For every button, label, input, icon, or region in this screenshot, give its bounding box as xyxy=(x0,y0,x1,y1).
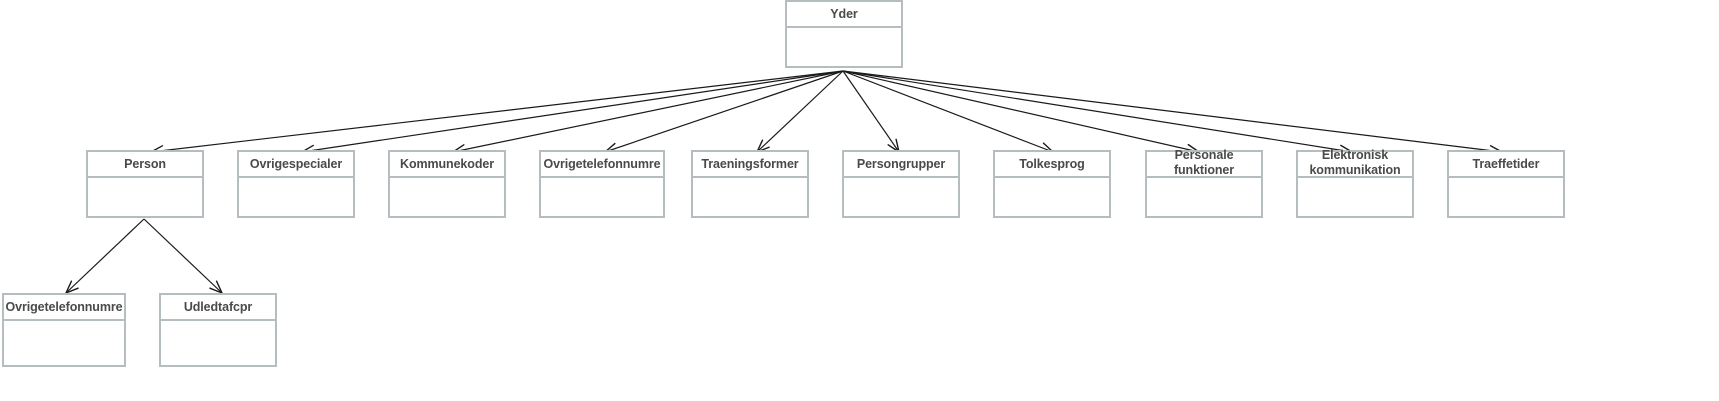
class-node-attributes-compartment xyxy=(4,321,124,365)
class-node-traeningsformer[interactable]: Traeningsformer xyxy=(691,150,809,218)
edge-person-to-udledtafcpr xyxy=(143,218,223,294)
edge-line xyxy=(842,70,1353,153)
edge-line xyxy=(65,218,145,294)
class-node-header: Tolkesprog xyxy=(995,152,1109,178)
edge-line xyxy=(756,70,844,153)
class-node-title: Persongrupper xyxy=(856,156,946,171)
class-node-attributes-compartment xyxy=(995,178,1109,216)
class-node-title: Ovrigespecialer xyxy=(249,156,343,171)
class-node-ovrigespecialer[interactable]: Ovrigespecialer xyxy=(237,150,355,218)
edge-person-to-ovrigetelefonnumre2 xyxy=(65,218,145,294)
class-node-persongrupper[interactable]: Persongrupper xyxy=(842,150,960,218)
edge-line xyxy=(842,70,1054,153)
class-node-udledtafcpr[interactable]: Udledtafcpr xyxy=(159,293,277,367)
class-node-elektroniskkommunikation[interactable]: Elektronisk kommunikation xyxy=(1296,148,1414,218)
class-node-tolkesprog[interactable]: Tolkesprog xyxy=(993,150,1111,218)
class-node-title: Person xyxy=(124,156,166,171)
class-node-title: Traeffetider xyxy=(1472,156,1540,171)
class-node-attributes-compartment xyxy=(541,178,663,216)
edge-yder-to-tolkesprog xyxy=(842,70,1054,153)
class-node-attributes-compartment xyxy=(693,178,807,216)
class-node-attributes-compartment xyxy=(787,28,901,66)
class-node-attributes-compartment xyxy=(1298,178,1412,216)
edge-yder-to-ovrigetelefonnumre xyxy=(604,70,844,154)
class-node-header: Kommunekoder xyxy=(390,152,504,178)
edge-line xyxy=(842,70,1503,153)
edge-line xyxy=(842,70,1200,153)
class-node-header: Traeningsformer xyxy=(693,152,807,178)
class-node-title: Traeningsformer xyxy=(701,156,799,171)
class-node-attributes-compartment xyxy=(161,321,275,365)
class-node-attributes-compartment xyxy=(390,178,504,216)
edge-yder-to-person xyxy=(150,70,844,157)
class-node-kommunekoder[interactable]: Kommunekoder xyxy=(388,150,506,218)
class-node-person[interactable]: Person xyxy=(86,150,204,218)
class-node-attributes-compartment xyxy=(1147,178,1261,216)
edge-yder-to-personalefunktioner xyxy=(842,70,1200,155)
class-node-title: Kommunekoder xyxy=(400,156,494,171)
class-node-header: Ovrigetelefonnumre xyxy=(541,152,663,178)
class-node-yder[interactable]: Yder xyxy=(785,0,903,68)
edge-line xyxy=(143,218,223,294)
class-node-header: Persongrupper xyxy=(844,152,958,178)
class-node-header: Ovrigespecialer xyxy=(239,152,353,178)
edge-yder-to-persongrupper xyxy=(842,70,900,153)
edge-line xyxy=(842,70,900,153)
class-node-ovrigetelefonnumre[interactable]: Ovrigetelefonnumre xyxy=(539,150,665,218)
edge-line xyxy=(150,70,844,153)
class-node-header: Personale funktioner xyxy=(1147,148,1261,178)
class-node-attributes-compartment xyxy=(239,178,353,216)
edge-arrowhead xyxy=(65,280,79,294)
class-node-title: Udledtafcpr xyxy=(183,299,253,314)
edge-line xyxy=(301,70,844,153)
edge-yder-to-kommunekoder xyxy=(452,70,844,155)
class-node-title: Ovrigetelefonnumre xyxy=(543,156,661,171)
class-node-header: Ovrigetelefonnumre xyxy=(4,295,124,321)
class-node-traeffetider[interactable]: Traeffetider xyxy=(1447,150,1565,218)
edge-arrowhead xyxy=(209,280,223,294)
class-node-title: Yder xyxy=(830,6,858,21)
class-node-title: Tolkesprog xyxy=(1019,156,1085,171)
class-node-title: Ovrigetelefonnumre xyxy=(5,299,123,314)
class-node-header: Elektronisk kommunikation xyxy=(1298,148,1412,178)
edge-line xyxy=(452,70,844,153)
class-node-attributes-compartment xyxy=(844,178,958,216)
class-node-personalefunktioner[interactable]: Personale funktioner xyxy=(1145,148,1263,218)
class-node-header: Person xyxy=(88,152,202,178)
edge-yder-to-elektroniskkommunikation xyxy=(842,70,1353,156)
edge-yder-to-ovrigespecialer xyxy=(301,70,844,156)
class-node-title: Elektronisk kommunikation xyxy=(1309,148,1401,177)
class-node-title: Personale funktioner xyxy=(1173,148,1235,177)
class-node-header: Yder xyxy=(787,2,901,28)
class-node-attributes-compartment xyxy=(88,178,202,216)
class-node-header: Traeffetider xyxy=(1449,152,1563,178)
edge-yder-to-traeffetider xyxy=(842,70,1503,157)
edge-line xyxy=(604,70,844,153)
class-node-ovrigetelefonnumre2[interactable]: Ovrigetelefonnumre xyxy=(2,293,126,367)
class-node-attributes-compartment xyxy=(1449,178,1563,216)
class-node-header: Udledtafcpr xyxy=(161,295,275,321)
edge-yder-to-traeningsformer xyxy=(756,70,844,153)
